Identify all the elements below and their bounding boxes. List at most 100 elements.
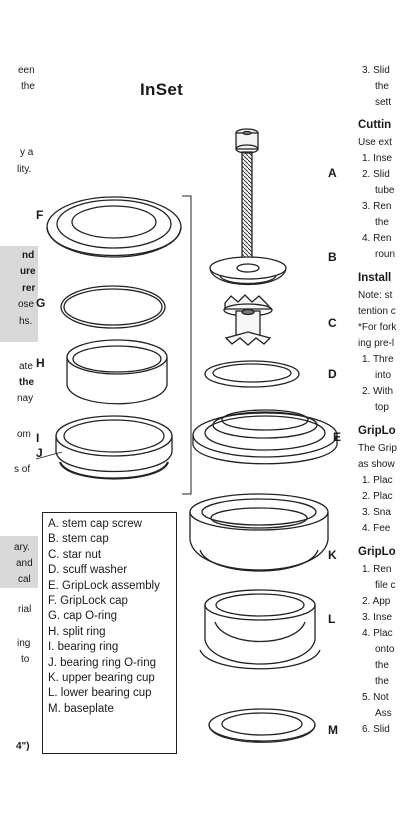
callout-j: J bbox=[36, 446, 43, 460]
right-fragment: file c bbox=[375, 580, 396, 591]
callout-i: I bbox=[36, 431, 40, 445]
right-fragment: the bbox=[375, 217, 389, 228]
right-fragment: into bbox=[375, 370, 392, 381]
assembly-bracket bbox=[182, 195, 192, 495]
right-heading: GripLo bbox=[358, 425, 396, 437]
left-fragment: ary. bbox=[14, 542, 30, 553]
left-fragment: ure bbox=[20, 266, 36, 277]
right-fragment: 6. Slid bbox=[362, 724, 390, 735]
parts-legend: A. stem cap screw B. stem cap C. star nu… bbox=[42, 512, 177, 754]
callout-g: G bbox=[36, 296, 46, 310]
legend-item: L. lower bearing cup bbox=[48, 687, 152, 700]
right-fragment: the bbox=[375, 676, 389, 687]
right-fragment: 4. Ren bbox=[362, 233, 392, 244]
right-fragment: the bbox=[375, 660, 389, 671]
left-fragment: om bbox=[17, 429, 31, 440]
legend-item: E. GripLock assembly bbox=[48, 579, 160, 592]
legend-item: G. cap O-ring bbox=[48, 610, 118, 623]
left-fragment: rer bbox=[22, 283, 36, 294]
right-fragment: The Grip bbox=[358, 443, 397, 454]
right-fragment: Use ext bbox=[358, 137, 392, 148]
griplock-assembly bbox=[192, 409, 338, 465]
right-fragment: Ass bbox=[375, 708, 392, 719]
callout-k: K bbox=[328, 548, 337, 562]
left-fragment: the bbox=[21, 81, 35, 92]
legend-item: H. split ring bbox=[48, 625, 106, 638]
right-fragment: roun bbox=[375, 249, 396, 260]
left-fragment: 4") bbox=[16, 741, 30, 752]
callout-m: M bbox=[328, 723, 338, 737]
left-fragment: cal bbox=[18, 574, 31, 585]
right-fragment: 4. Plac bbox=[362, 628, 393, 639]
left-fragment: y a bbox=[20, 147, 34, 158]
left-fragment: nd bbox=[22, 250, 35, 261]
star-nut bbox=[223, 294, 273, 346]
right-fragment: *For fork bbox=[358, 322, 397, 333]
legend-item: A. stem cap screw bbox=[48, 518, 142, 530]
callout-l: L bbox=[328, 612, 336, 626]
callout-e: E bbox=[333, 430, 342, 444]
left-fragment: een bbox=[18, 65, 35, 76]
legend-item: K. upper bearing cup bbox=[48, 672, 155, 685]
right-heading: Install bbox=[358, 272, 392, 284]
right-fragment: the bbox=[375, 81, 389, 92]
legend-item: I. bearing ring bbox=[48, 641, 119, 654]
right-fragment: ing pre-l bbox=[358, 338, 395, 349]
left-fragment: ose bbox=[18, 299, 35, 310]
callout-b: B bbox=[328, 250, 337, 264]
right-fragment: 1. Inse bbox=[362, 153, 393, 164]
right-fragment: 1. Thre bbox=[362, 354, 394, 365]
callout-d: D bbox=[328, 367, 337, 381]
right-fragment: as show bbox=[358, 459, 395, 470]
left-fragment: to bbox=[21, 654, 30, 665]
legend-item: M. baseplate bbox=[48, 702, 114, 715]
stem-cap-screw bbox=[235, 128, 259, 271]
right-fragment: 1. Ren bbox=[362, 564, 392, 575]
upper-bearing-cup bbox=[189, 493, 329, 572]
right-fragment: 2. App bbox=[362, 596, 391, 607]
split-ring bbox=[66, 339, 168, 405]
left-fragment: the bbox=[19, 377, 34, 388]
legend-item: B. stem cap bbox=[48, 533, 109, 546]
callout-c: C bbox=[328, 316, 337, 330]
right-fragment: 3. Sna bbox=[362, 507, 391, 518]
griplock-cap bbox=[46, 196, 182, 258]
left-fragment: hs. bbox=[19, 316, 33, 327]
right-fragment: sett bbox=[375, 97, 392, 108]
callout-h: H bbox=[36, 356, 45, 370]
left-fragment: rial bbox=[18, 604, 32, 615]
shaded-block-1 bbox=[0, 246, 38, 342]
cap-o-ring bbox=[60, 285, 166, 329]
right-fragment: 2. Slid bbox=[362, 169, 390, 180]
right-fragment: top bbox=[375, 402, 389, 413]
left-fragment: s of bbox=[14, 464, 31, 475]
left-fragment: ing bbox=[17, 638, 31, 649]
legend-item: D. scuff washer bbox=[48, 564, 128, 577]
bearing-ring bbox=[55, 415, 173, 480]
right-fragment: Note: st bbox=[358, 290, 393, 301]
right-fragment: 3. Ren bbox=[362, 201, 392, 212]
right-fragment: 5. Not bbox=[362, 692, 389, 703]
right-fragment: tube bbox=[375, 185, 395, 196]
right-fragment: 2. Plac bbox=[362, 491, 393, 502]
right-fragment: 2. With bbox=[362, 386, 394, 397]
right-heading: GripLo bbox=[358, 546, 396, 558]
right-fragment: tention c bbox=[358, 306, 396, 317]
right-fragment: 1. Plac bbox=[362, 475, 393, 486]
legend-item: J. bearing ring O-ring bbox=[48, 656, 157, 669]
right-column: 3. Slid the sett Cuttin Use ext 1. Inse … bbox=[358, 0, 405, 814]
left-fragment: nay bbox=[17, 393, 34, 404]
legend-item: C. star nut bbox=[48, 548, 102, 561]
right-fragment: 3. Inse bbox=[362, 612, 393, 623]
legend-item: F. GripLock cap bbox=[48, 595, 128, 608]
baseplate bbox=[208, 708, 316, 743]
left-fragment: ate bbox=[19, 361, 33, 372]
right-fragment: 4. Fee bbox=[362, 523, 391, 534]
right-fragment: onto bbox=[375, 644, 395, 655]
right-fragment: 3. Slid bbox=[362, 65, 390, 76]
left-fragment: lity. bbox=[17, 164, 32, 175]
callout-a: A bbox=[328, 166, 337, 180]
stem-cap bbox=[209, 256, 287, 286]
lower-bearing-cup bbox=[199, 589, 321, 670]
